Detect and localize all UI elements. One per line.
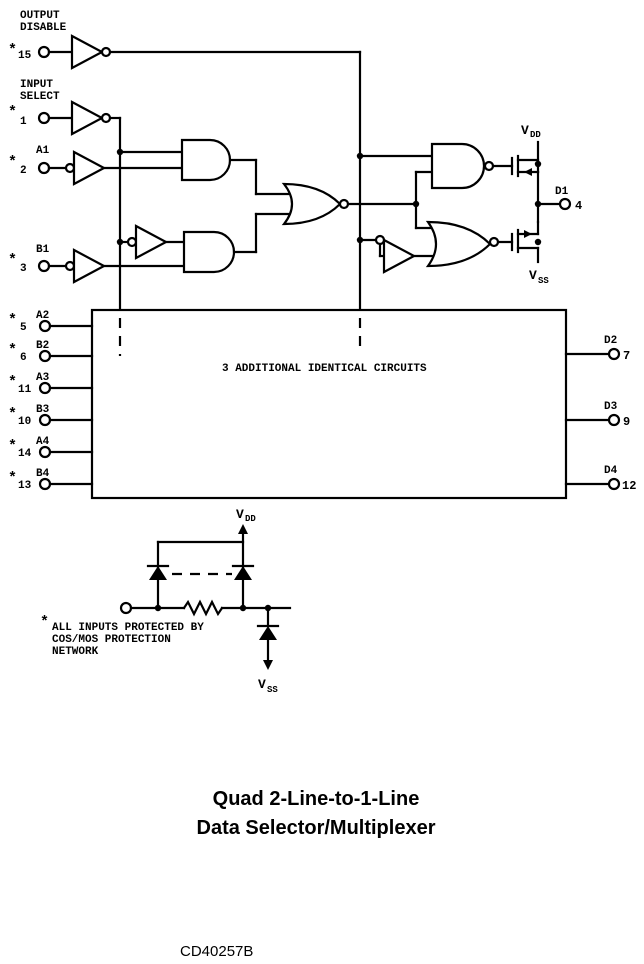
- svg-text:V: V: [258, 677, 266, 692]
- output-nand-gate: [430, 142, 486, 190]
- pin-4-number: 4: [575, 199, 582, 213]
- pmos-arrow: [524, 168, 532, 176]
- vdd-label: V: [521, 123, 529, 138]
- right-pin-d2: D2 7: [564, 335, 630, 363]
- pin-4-terminal: [558, 197, 572, 211]
- svg-text:B4: B4: [36, 468, 50, 480]
- vss-arrow: [263, 660, 273, 670]
- pin-3-terminal: [37, 259, 51, 273]
- svg-text:10: 10: [18, 416, 31, 428]
- left-pin-a2: A2 * 5: [8, 310, 94, 334]
- protection-diode-3: [259, 626, 277, 640]
- left-pin-b3: B3 * 10: [8, 404, 94, 428]
- additional-circuits-block: [90, 308, 568, 500]
- pin-asterisk: *: [8, 42, 17, 59]
- left-pin-a4: A4 * 14: [8, 436, 94, 460]
- svg-text:D4: D4: [604, 465, 618, 477]
- vdd-subscript: DD: [530, 130, 541, 140]
- vss-subscript: SS: [538, 276, 549, 286]
- svg-text:12: 12: [622, 479, 636, 493]
- pin-1-number: 1: [20, 116, 27, 128]
- svg-text:*: *: [8, 312, 17, 329]
- left-pin-b4: B4 * 13: [8, 468, 94, 492]
- output-disable-buffer: [70, 34, 105, 70]
- svg-text:*: *: [8, 438, 17, 455]
- pin-15-terminal: [37, 45, 51, 59]
- pin-15-number: 15: [18, 50, 32, 62]
- svg-text:A2: A2: [36, 310, 49, 322]
- pin-2-number: 2: [20, 165, 27, 177]
- svg-text:D2: D2: [604, 335, 617, 347]
- svg-text:14: 14: [18, 448, 32, 460]
- svg-text:*: *: [40, 614, 49, 631]
- output-disable-label-2: DISABLE: [20, 22, 67, 34]
- svg-text:A4: A4: [36, 436, 50, 448]
- additional-circuits-text: 3 ADDITIONAL IDENTICAL CIRCUITS: [222, 363, 427, 375]
- output-nor-gate: [425, 220, 492, 268]
- protection-diode-1: [149, 566, 167, 580]
- svg-text:B2: B2: [36, 340, 49, 352]
- svg-text:*: *: [8, 342, 17, 359]
- svg-text:*: *: [8, 374, 17, 391]
- nor-inversion-bubble: [338, 198, 350, 210]
- and-gate-a: [180, 138, 232, 182]
- svg-text:B3: B3: [36, 404, 50, 416]
- svg-text:*: *: [8, 470, 17, 487]
- left-pin-b2: B2 * 6: [8, 340, 94, 364]
- svg-text:6: 6: [20, 352, 27, 364]
- svg-text:*: *: [8, 252, 17, 269]
- protection-note-2: COS/MOS PROTECTION: [52, 634, 171, 646]
- a1-input-buffer: [72, 150, 107, 186]
- input-select-label-1: INPUT: [20, 79, 53, 91]
- svg-text:13: 13: [18, 480, 32, 492]
- output-disable-inversion-bubble: [100, 46, 112, 58]
- svg-text:*: *: [8, 154, 17, 171]
- svg-text:5: 5: [20, 322, 27, 334]
- and-gate-b: [182, 230, 236, 274]
- right-pin-d4: D4 12: [564, 465, 636, 493]
- select-inverter: [134, 224, 169, 260]
- nor-gate: [281, 182, 342, 226]
- svg-text:SS: SS: [267, 685, 278, 695]
- input-select-buffer: [70, 100, 105, 136]
- disable-inverter: [382, 238, 417, 274]
- protection-input-terminal: [119, 601, 133, 615]
- pin-1-terminal: [37, 111, 51, 125]
- title-line-2: Data Selector/Multiplexer: [197, 817, 436, 839]
- input-select-label-2: SELECT: [20, 91, 60, 103]
- svg-text:*: *: [8, 104, 17, 121]
- svg-text:DD: DD: [245, 514, 256, 524]
- svg-text:*: *: [8, 406, 17, 423]
- a1-label: A1: [36, 145, 50, 157]
- title-line-1: Quad 2-Line-to-1-Line: [213, 788, 420, 810]
- protection-diode-2: [234, 566, 252, 580]
- svg-text:A3: A3: [36, 372, 50, 384]
- d1-label: D1: [555, 186, 569, 198]
- left-pin-a3: A3 * 11: [8, 372, 94, 396]
- svg-text:D3: D3: [604, 401, 618, 413]
- b1-input-buffer: [72, 248, 107, 284]
- output-disable-label-1: OUTPUT: [20, 10, 60, 22]
- protection-network: V DD V SS: [119, 507, 292, 695]
- svg-text:7: 7: [623, 349, 630, 363]
- protection-note-3: NETWORK: [52, 646, 99, 658]
- protection-resistor: [182, 599, 224, 617]
- part-number: CD40257B: [180, 943, 253, 960]
- vss-label: V: [529, 268, 537, 283]
- right-pin-d3: D3 9: [564, 401, 630, 429]
- svg-text:11: 11: [18, 384, 32, 396]
- b1-label: B1: [36, 244, 50, 256]
- svg-text:V: V: [236, 507, 244, 522]
- protection-note-1: ALL INPUTS PROTECTED BY: [52, 622, 204, 634]
- svg-text:9: 9: [623, 415, 630, 429]
- vdd-arrow: [238, 524, 248, 534]
- pin-2-terminal: [37, 161, 51, 175]
- nmos-arrow: [524, 230, 532, 238]
- pin-3-number: 3: [20, 263, 27, 275]
